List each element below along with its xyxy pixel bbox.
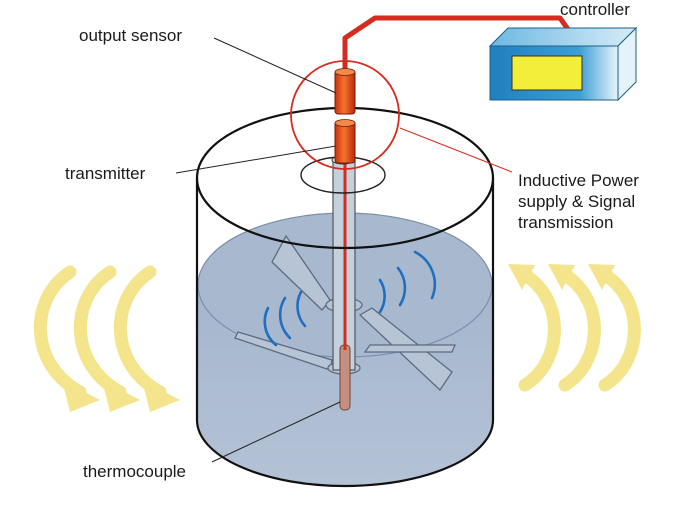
transmitter-label: transmitter (65, 164, 146, 183)
inductive-label-line2: supply & Signal (518, 192, 635, 211)
controller-label: controller (560, 0, 630, 19)
thermocouple-probe (339, 344, 351, 411)
heat-flow-arrow-icon (114, 265, 180, 412)
inductive-label-line1: Inductive Power (518, 171, 639, 190)
output-sensor-label: output sensor (79, 26, 182, 45)
output-sensor (334, 68, 356, 115)
heat-flow-arrow-icon (588, 264, 641, 392)
controller-box-icon (488, 26, 638, 102)
signal-wire (342, 15, 575, 75)
heat-flow-arrow-icon (34, 265, 100, 412)
tank (195, 106, 495, 488)
heat-arrows-right (508, 264, 641, 392)
leader-lines (175, 37, 513, 463)
heat-arrows-left (34, 265, 180, 412)
thermocouple-label: thermocouple (83, 462, 186, 481)
transmitter (334, 119, 356, 164)
inductive-label-line3: transmission (518, 213, 613, 232)
heat-flow-arrow-icon (74, 265, 140, 412)
wireless-signal-icon (263, 250, 437, 347)
tank-wall (195, 178, 495, 488)
heat-flow-arrow-icon (508, 264, 561, 392)
heat-flow-arrow-icon (548, 264, 601, 392)
inductive-coupling-highlight (290, 60, 400, 170)
